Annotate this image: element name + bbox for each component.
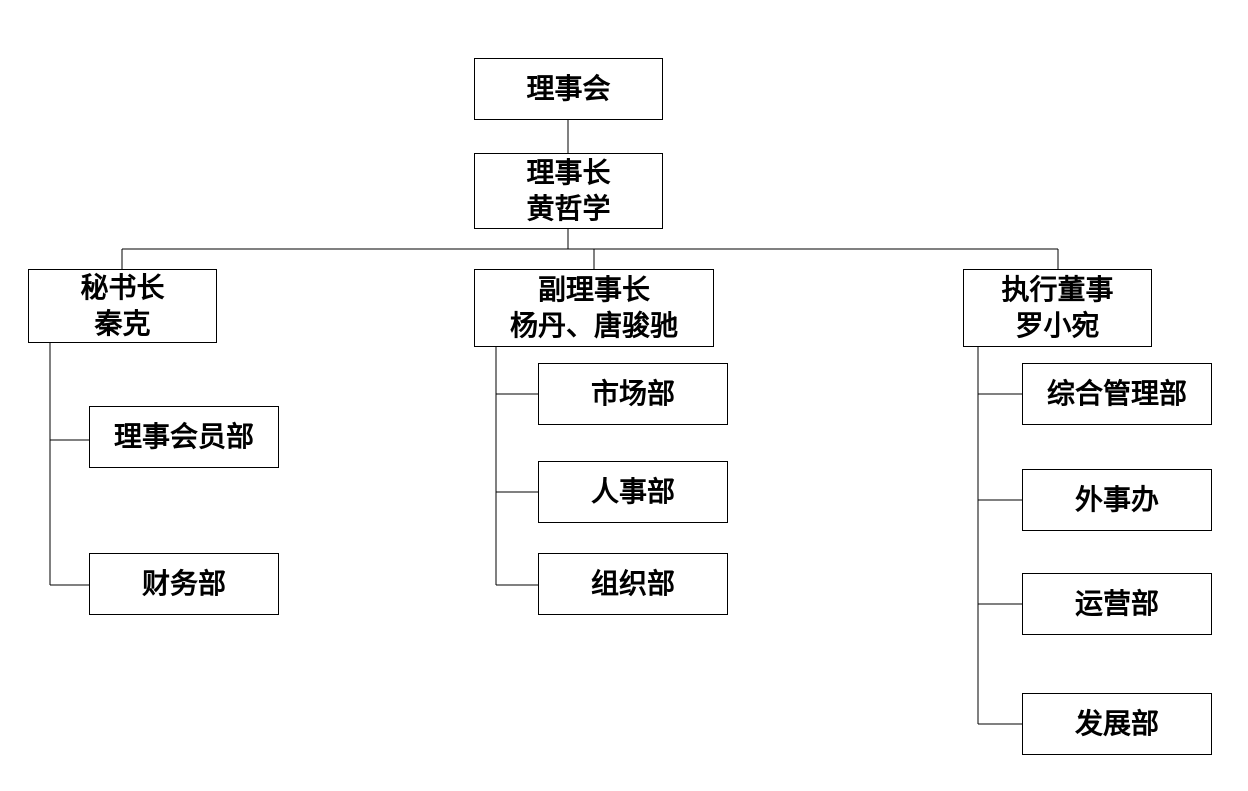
node-admin-dept: 综合管理部 [1022, 363, 1212, 425]
node-vice-chairman: 副理事长 杨丹、唐骏驰 [474, 269, 714, 347]
node-chairman: 理事长 黄哲学 [474, 153, 663, 229]
node-market-dept-label: 市场部 [590, 377, 675, 410]
node-secretary-general: 秘书长 秦克 [28, 269, 217, 343]
node-foreign-office: 外事办 [1022, 469, 1212, 531]
node-secretary-general-name: 秦克 [94, 307, 151, 340]
node-dev-dept-label: 发展部 [1074, 707, 1159, 740]
node-finance-dept: 财务部 [89, 553, 279, 615]
node-chairman-title: 理事长 [526, 156, 611, 189]
node-org-dept-label: 组织部 [590, 567, 675, 600]
node-ops-dept-label: 运营部 [1074, 587, 1159, 620]
node-org-dept: 组织部 [538, 553, 728, 615]
node-members-dept: 理事会员部 [89, 406, 279, 468]
node-market-dept: 市场部 [538, 363, 728, 425]
node-vice-chairman-title: 副理事长 [537, 273, 650, 306]
node-board-label: 理事会 [526, 72, 611, 105]
node-hr-dept: 人事部 [538, 461, 728, 523]
node-admin-dept-label: 综合管理部 [1046, 377, 1187, 410]
node-hr-dept-label: 人事部 [590, 475, 675, 508]
node-vice-chairman-name: 杨丹、唐骏驰 [509, 309, 678, 342]
node-executive-director-title: 执行董事 [1001, 273, 1114, 306]
node-foreign-office-label: 外事办 [1074, 483, 1159, 516]
node-board: 理事会 [474, 58, 663, 120]
node-chairman-name: 黄哲学 [526, 192, 611, 225]
node-dev-dept: 发展部 [1022, 693, 1212, 755]
node-ops-dept: 运营部 [1022, 573, 1212, 635]
node-finance-dept-label: 财务部 [141, 567, 226, 600]
node-executive-director: 执行董事 罗小宛 [963, 269, 1152, 347]
node-executive-director-name: 罗小宛 [1015, 309, 1100, 342]
node-secretary-general-title: 秘书长 [80, 271, 165, 304]
node-members-dept-label: 理事会员部 [113, 420, 254, 453]
